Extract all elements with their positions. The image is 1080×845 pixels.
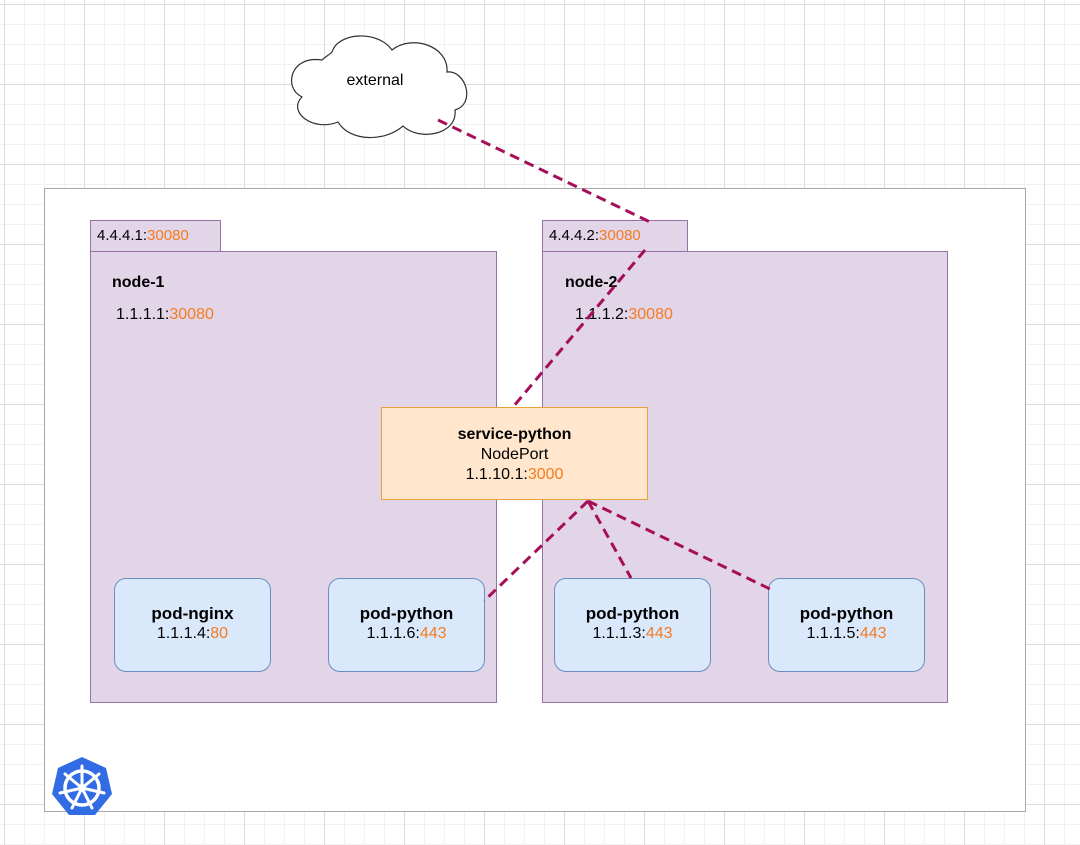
node-2-public-ip: 4.4.4.2: bbox=[549, 227, 600, 244]
pod-port: 443 bbox=[859, 625, 887, 642]
pod-port: 443 bbox=[419, 625, 447, 642]
pod-name: pod-nginx bbox=[151, 604, 234, 623]
node-2-port: 30080 bbox=[628, 306, 673, 323]
link-service-to-pod-node-2-a bbox=[586, 500, 633, 579]
pod-address: 1.1.1.3:443 bbox=[555, 624, 710, 644]
pod-ip: 1.1.1.5: bbox=[806, 625, 860, 642]
node-2-public-address: 4.4.4.2:30080 bbox=[542, 220, 688, 252]
link-node-2-to-service bbox=[511, 249, 647, 408]
node-1-public-ip: 4.4.4.1: bbox=[97, 227, 148, 244]
pod-python-node-1-box[interactable]: pod-python 1.1.1.6:443 bbox=[328, 578, 485, 672]
kubernetes-helm-icon bbox=[52, 757, 112, 815]
pod-python-node-2-a-box[interactable]: pod-python 1.1.1.3:443 bbox=[554, 578, 711, 672]
pod-port: 80 bbox=[210, 625, 229, 642]
node-1-address: 1.1.1.1:30080 bbox=[116, 306, 214, 324]
service-name: service-python bbox=[457, 426, 572, 443]
node-1-ip: 1.1.1.1: bbox=[116, 306, 170, 323]
service-type: NodePort bbox=[480, 446, 549, 463]
link-service-to-pod-node-1 bbox=[482, 499, 590, 603]
pod-python-node-2-b-box[interactable]: pod-python 1.1.1.5:443 bbox=[768, 578, 925, 672]
service-python-box[interactable]: service-python NodePort 1.1.10.1:3000 bbox=[381, 407, 648, 500]
node-2-public-port: 30080 bbox=[599, 227, 641, 244]
node-2-title: node-2 bbox=[565, 274, 618, 291]
pod-address: 1.1.1.5:443 bbox=[769, 624, 924, 644]
pod-name: pod-python bbox=[359, 604, 454, 623]
node-1-port: 30080 bbox=[169, 306, 214, 323]
pod-ip: 1.1.1.4: bbox=[156, 625, 211, 642]
external-label: external bbox=[346, 72, 404, 89]
node-1-title: node-1 bbox=[112, 274, 165, 291]
pod-ip: 1.1.1.3: bbox=[592, 625, 646, 642]
pod-address: 1.1.1.4:80 bbox=[115, 624, 270, 644]
node-1-public-address: 4.4.4.1:30080 bbox=[90, 220, 221, 252]
node-1-public-port: 30080 bbox=[147, 227, 189, 244]
pod-nginx-box[interactable]: pod-nginx 1.1.1.4:80 bbox=[114, 578, 271, 672]
link-service-to-pod-node-2-b bbox=[587, 499, 771, 591]
cloud-shape[interactable] bbox=[291, 35, 468, 139]
service-port: 3000 bbox=[527, 466, 564, 483]
service-address: 1.1.10.1:3000 bbox=[382, 465, 647, 485]
pod-port: 443 bbox=[645, 625, 673, 642]
link-external-to-node-2 bbox=[437, 118, 651, 224]
pod-address: 1.1.1.6:443 bbox=[329, 624, 484, 644]
pod-name: pod-python bbox=[799, 604, 894, 623]
service-ip: 1.1.10.1: bbox=[465, 466, 528, 483]
pod-name: pod-python bbox=[585, 604, 680, 623]
pod-ip: 1.1.1.6: bbox=[366, 625, 420, 642]
